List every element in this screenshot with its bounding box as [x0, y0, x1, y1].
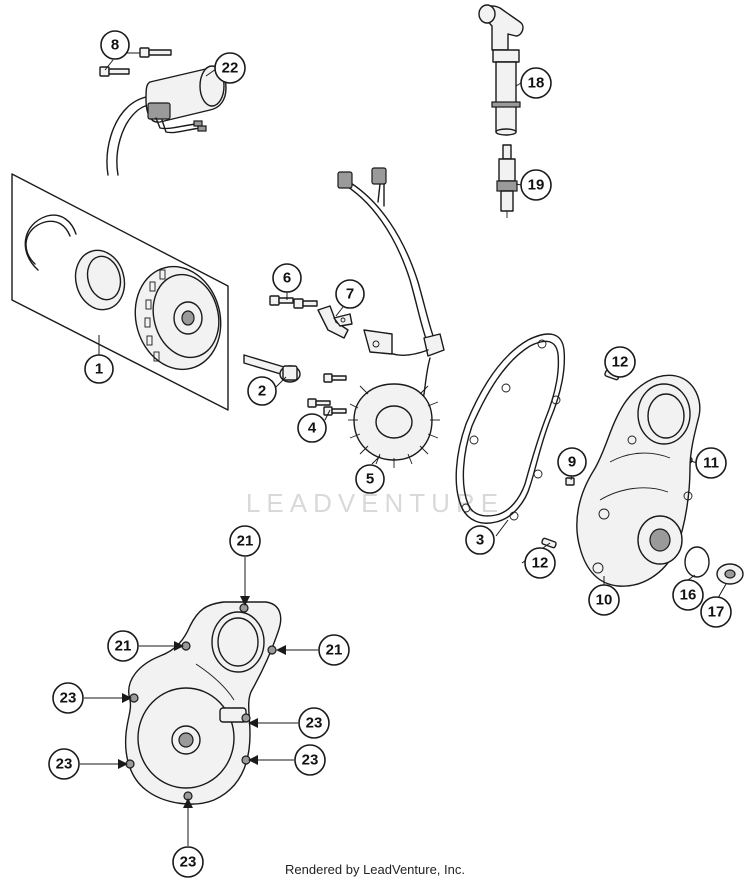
spark-plug-connector[interactable] [478, 4, 524, 136]
callout-23-right-lower[interactable]: 23 [294, 744, 326, 776]
callout-10[interactable]: 10 [588, 584, 620, 616]
callout-5[interactable]: 5 [355, 464, 385, 494]
callout-label: 17 [708, 604, 725, 621]
coil-bolt-upper[interactable] [139, 47, 172, 58]
callout-3[interactable]: 3 [465, 525, 495, 555]
callout-label: 10 [596, 592, 613, 609]
callout-label: 23 [306, 715, 323, 732]
callout-label: 21 [237, 533, 254, 550]
pickup-screws[interactable] [269, 295, 318, 309]
cover-screw[interactable] [565, 477, 575, 486]
cover-outer-view[interactable] [124, 601, 282, 805]
callout-label: 23 [60, 690, 77, 707]
callout-label: 11 [703, 455, 719, 472]
callout-label: 4 [308, 420, 317, 437]
callout-19[interactable]: 19 [520, 169, 552, 201]
callout-6[interactable]: 6 [272, 263, 302, 293]
callout-label: 3 [476, 532, 484, 549]
callout-8[interactable]: 8 [100, 30, 130, 60]
callout-12-upper[interactable]: 12 [604, 346, 636, 378]
callout-label: 18 [528, 75, 545, 92]
stator-screws[interactable] [307, 373, 347, 416]
callout-label: 21 [115, 638, 132, 655]
callout-18[interactable]: 18 [520, 67, 552, 99]
o-ring[interactable] [684, 546, 710, 578]
rotor-bolt[interactable] [243, 354, 301, 383]
callout-label: 2 [258, 383, 266, 400]
callout-2[interactable]: 2 [247, 376, 277, 406]
callout-label: 23 [56, 756, 73, 773]
ignition-coil[interactable] [106, 65, 227, 176]
callout-23-left-upper[interactable]: 23 [52, 682, 84, 714]
callout-label: 12 [532, 555, 549, 572]
callout-21-top[interactable]: 21 [229, 525, 261, 557]
callout-21-right[interactable]: 21 [318, 634, 350, 666]
callout-label: 8 [111, 37, 119, 54]
rotor-assembly[interactable] [11, 173, 232, 411]
callout-22[interactable]: 22 [214, 52, 246, 84]
callout-23-bottom[interactable]: 23 [172, 846, 204, 878]
coil-bolt-lower[interactable] [99, 66, 130, 77]
callout-label: 23 [180, 854, 197, 871]
callout-12-lower[interactable]: 12 [524, 547, 556, 579]
callout-label: 16 [680, 587, 697, 604]
callout-1[interactable]: 1 [84, 354, 114, 384]
callout-23-right-upper[interactable]: 23 [298, 707, 330, 739]
callout-label: 12 [612, 354, 629, 371]
callout-label: 7 [346, 286, 354, 303]
callout-label: 22 [222, 60, 239, 77]
callout-label: 5 [366, 471, 374, 488]
callout-label: 19 [528, 177, 545, 194]
callout-label: 21 [326, 642, 343, 659]
callout-label: 6 [283, 270, 291, 287]
callout-23-left-lower[interactable]: 23 [48, 748, 80, 780]
callout-label: 9 [568, 454, 576, 471]
callout-9[interactable]: 9 [557, 447, 587, 477]
spark-plug[interactable] [496, 144, 518, 218]
cover-gasket[interactable] [455, 333, 566, 524]
callout-7[interactable]: 7 [335, 279, 365, 309]
cable-bracket[interactable] [317, 305, 353, 339]
callout-label: 1 [95, 361, 103, 378]
ignition-cover[interactable] [576, 374, 701, 587]
callout-16[interactable]: 16 [672, 579, 704, 611]
screw-plug[interactable] [716, 563, 744, 585]
callout-4[interactable]: 4 [297, 413, 327, 443]
callout-21-left[interactable]: 21 [107, 630, 139, 662]
leader-lines [80, 52, 727, 846]
stator[interactable] [337, 167, 445, 468]
callout-label: 23 [302, 752, 319, 769]
footer-credit: Rendered by LeadVenture, Inc. [285, 862, 465, 877]
callout-11[interactable]: 11 [695, 447, 727, 479]
dowel-pin-lower[interactable] [541, 537, 557, 549]
callout-17[interactable]: 17 [700, 596, 732, 628]
